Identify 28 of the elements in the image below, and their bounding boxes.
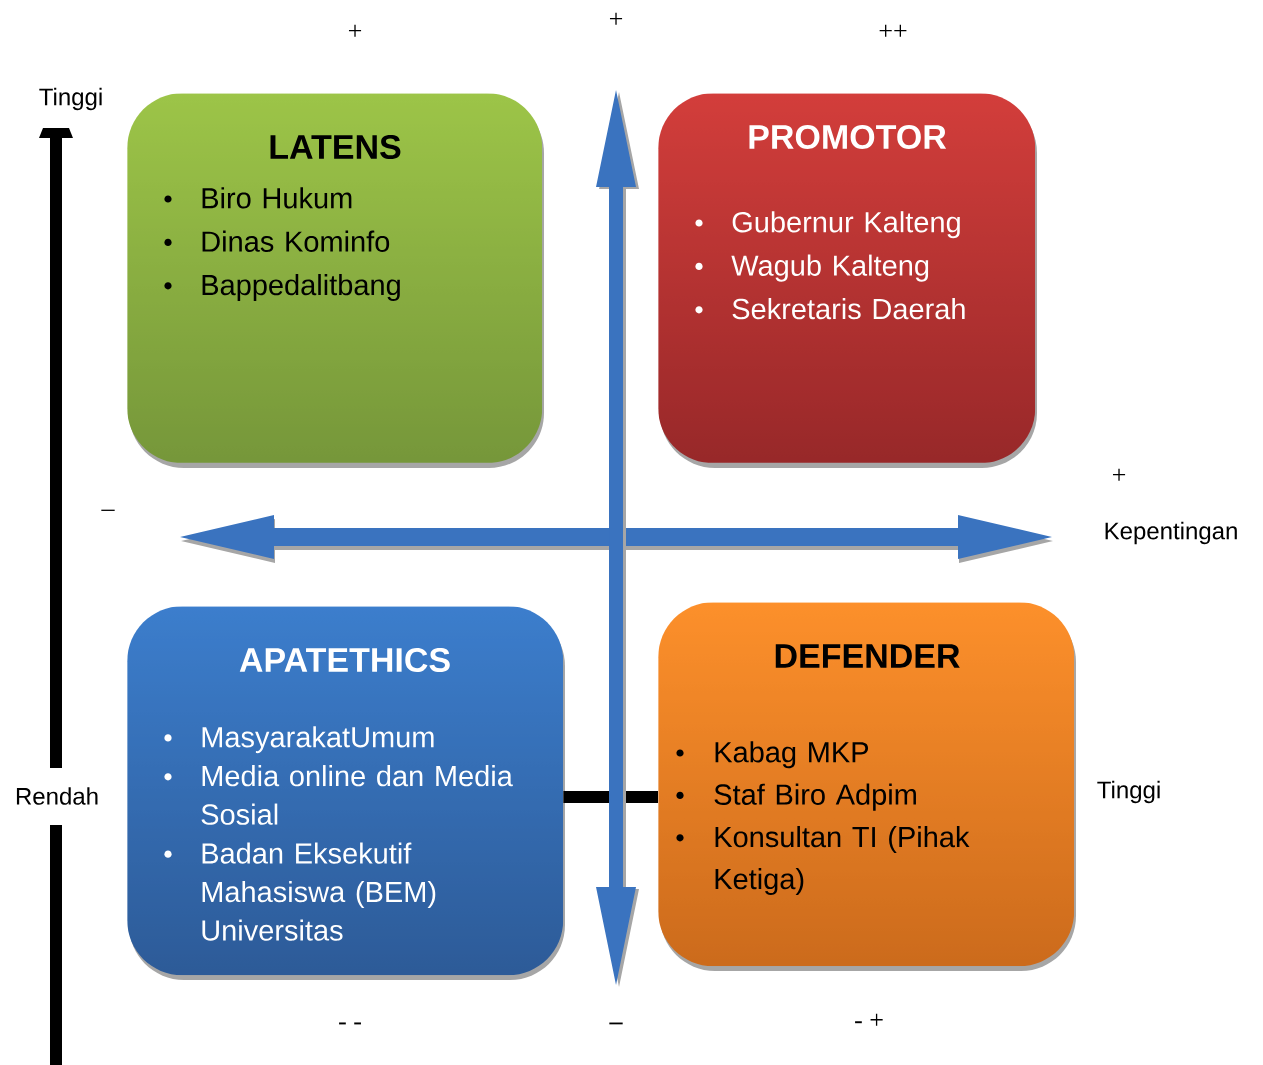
- sign-label: ++: [879, 24, 907, 37]
- list-item: Staf Biro Adpim: [676, 783, 916, 811]
- list-item: Badan Eksekutif Mahasiswa (BEM) Universitas: [164, 842, 436, 941]
- list-item: Biro Hukum: [164, 187, 352, 209]
- list-item: MasyarakatUmum: [164, 726, 434, 754]
- box-heading: PROMOTOR: [749, 124, 947, 150]
- list-item: Media online dan Media Sosial: [164, 765, 513, 825]
- list-item: Bappedalitbang: [164, 274, 400, 302]
- sign-label: - +: [855, 1013, 883, 1026]
- sign-label: +: [610, 12, 623, 25]
- axis-label: Kepentingan: [1105, 521, 1237, 545]
- box-heading: DEFENDER: [775, 644, 960, 668]
- sign-label: - -: [339, 1022, 361, 1025]
- list-item: Sekretaris Daerah: [695, 298, 965, 320]
- sign-label: –: [609, 1022, 623, 1025]
- axis-label: Tinggi: [39, 87, 102, 111]
- box-heading: APATETHICS: [239, 647, 450, 673]
- sign-label: +: [349, 24, 362, 37]
- axis-label: Rendah: [16, 787, 98, 805]
- sign-label: +: [1113, 468, 1126, 481]
- list-item: Gubernur Kalteng: [695, 211, 960, 239]
- sign-label: –: [101, 509, 115, 511]
- list-item: Dinas Kominfo: [164, 230, 390, 252]
- list-item: Wagub Kalteng: [695, 254, 929, 282]
- list-item: Konsultan TI (Pihak Ketiga): [676, 826, 970, 896]
- list-item: Kabag MKP: [676, 741, 868, 769]
- box-heading: LATENS: [270, 134, 401, 160]
- connector-line: [563, 791, 658, 803]
